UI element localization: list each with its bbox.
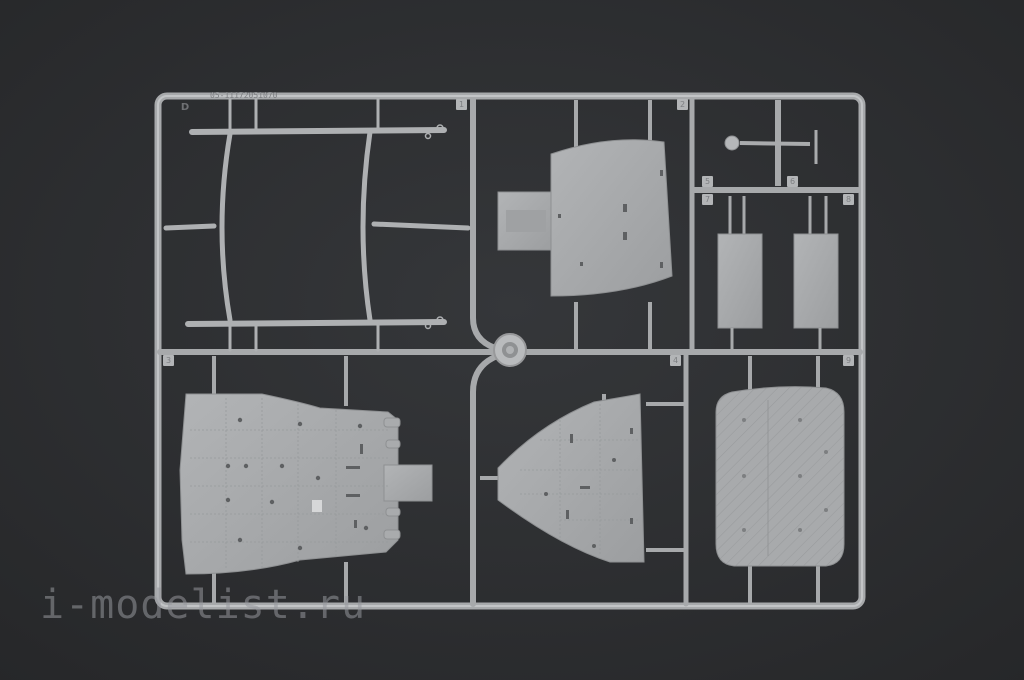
sprue-letter: D (180, 102, 190, 113)
sprue-code: 05-11172051070 (210, 91, 278, 100)
part-small-pieces (717, 100, 839, 350)
part-large-floor-plate (179, 356, 433, 604)
sprue-frame (154, 92, 866, 610)
watermark: i-modelist.ru (40, 582, 367, 628)
part-number-7: 7 (702, 194, 713, 205)
part-tread-plate (715, 356, 845, 604)
part-number-9: 9 (843, 355, 854, 366)
part-number-1: 1 (456, 99, 467, 110)
part-number-8: 8 (843, 194, 854, 205)
part-upper-plate (497, 100, 673, 350)
part-number-3: 3 (163, 355, 174, 366)
part-number-4: 4 (670, 355, 681, 366)
part-number-5: 5 (702, 176, 713, 187)
part-frame-bars (163, 98, 471, 352)
sprue-hub (493, 333, 527, 367)
part-triangular-plate (480, 393, 684, 563)
part-number-6: 6 (787, 176, 798, 187)
part-number-2: 2 (677, 99, 688, 110)
